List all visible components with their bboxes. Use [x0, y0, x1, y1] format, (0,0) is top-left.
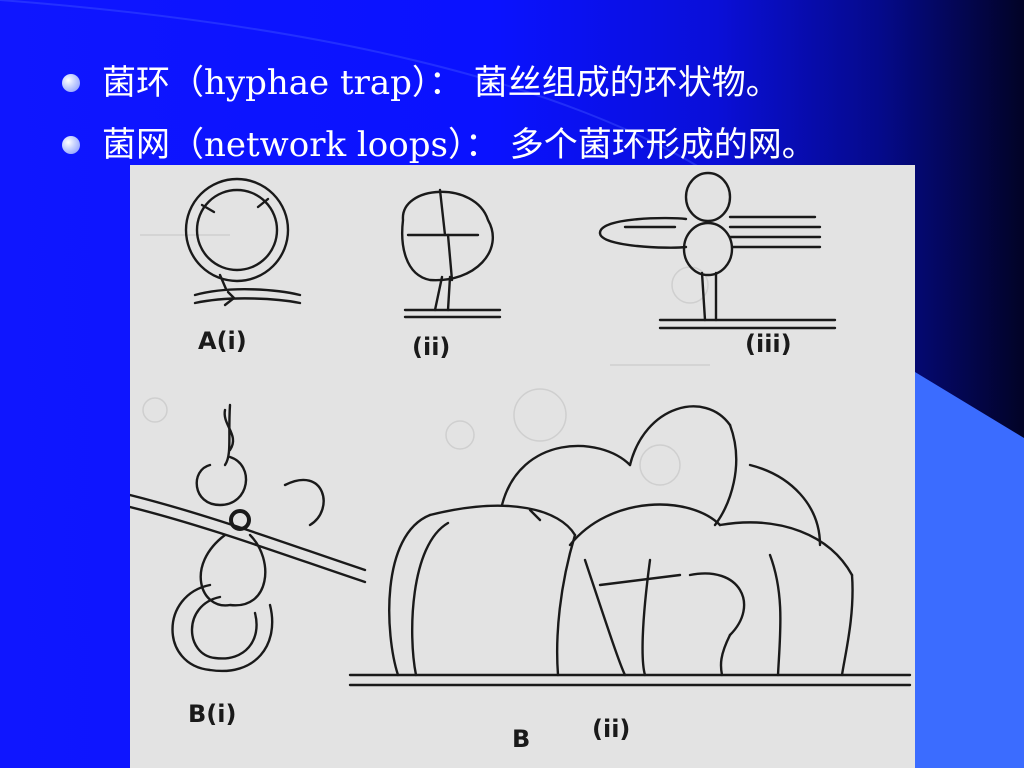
- drawing-a-i-single-ring: [184, 177, 302, 307]
- drawing-a-ii-cell-ring: [401, 188, 502, 319]
- hyphae-illustration: [130, 171, 912, 687]
- bullet-item-network-loops: 菌网（network loops）： 多个菌环形成的网。: [62, 114, 1012, 176]
- label-b-i: B(i): [188, 700, 237, 728]
- drawing-b-ii-loop-network: [348, 405, 912, 687]
- bullet-text: 菌网（network loops）： 多个菌环形成的网。: [102, 125, 816, 165]
- label-a-ii: (ii): [412, 333, 451, 361]
- bullet-text: 菌环（hyphae trap）： 菌丝组成的环状物。: [102, 63, 780, 103]
- label-b: B: [512, 725, 531, 753]
- drawing-a-iii-stacked-rings: [598, 171, 837, 330]
- bullet-dot-icon: [62, 136, 80, 154]
- bullet-item-hyphae-trap: 菌环（hyphae trap）： 菌丝组成的环状物。: [62, 52, 1012, 114]
- label-a-iii: (iii): [745, 330, 792, 358]
- bullet-list: 菌环（hyphae trap）： 菌丝组成的环状物。 菌网（network lo…: [62, 52, 1012, 176]
- label-b-ii: (ii): [592, 715, 631, 743]
- hyphae-figure: A(i) (ii) (iii) B(i) B (ii): [130, 165, 915, 768]
- label-a-i: A(i): [198, 327, 247, 355]
- background-accent-shape: [915, 372, 1024, 768]
- drawing-b-i-chained-rings: [130, 403, 367, 673]
- bullet-dot-icon: [62, 74, 80, 92]
- paper-texture: [140, 234, 710, 486]
